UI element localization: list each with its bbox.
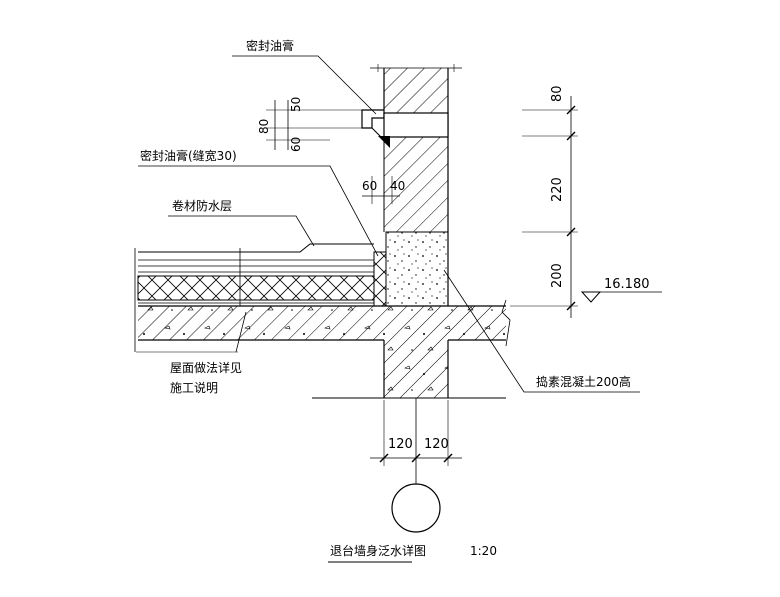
- label-sealant-top: 密封油膏: [246, 38, 294, 53]
- dim-200: 200: [550, 263, 565, 288]
- roof-layers: [134, 243, 375, 352]
- dim-80-left: 80: [257, 119, 271, 134]
- label-membrane: 卷材防水层: [172, 198, 232, 213]
- mid-dimension: 60 40: [362, 176, 405, 204]
- label-roof-note-2: 施工说明: [170, 380, 218, 395]
- dim-60-left: 60: [289, 137, 303, 152]
- title-text: 退台墙身泛水详图: [330, 543, 426, 558]
- dim-120-left: 120: [388, 437, 413, 452]
- label-roof-note-1: 屋面做法详见: [170, 360, 242, 375]
- dim-80-right: 80: [550, 85, 565, 102]
- roof-slab: [138, 299, 511, 347]
- bottom-dimension: 120 120: [370, 400, 462, 466]
- right-dimension: 80 220 200: [510, 85, 578, 318]
- left-dimension: 50 60 80: [257, 97, 362, 152]
- parapet-wall: [370, 64, 462, 306]
- elevation-value: 16.180: [604, 277, 650, 292]
- concrete-upstand: [385, 231, 449, 307]
- elevation-mark: 16.180: [580, 277, 662, 303]
- drawing-title: 退台墙身泛水详图 1:20: [328, 543, 497, 563]
- dim-120-right: 120: [424, 437, 449, 452]
- scale-text: 1:20: [470, 544, 497, 558]
- dim-50: 50: [289, 97, 303, 112]
- label-concrete-note: 捣素混凝土200高: [536, 374, 631, 389]
- sealant-joint: [373, 251, 387, 307]
- label-sealant-joint: 密封油膏(缝宽30): [140, 148, 237, 163]
- dim-40: 40: [390, 179, 405, 193]
- annotations: 密封油膏 密封油膏(缝宽30) 卷材防水层 屋面做法详见 施工说明 捣素混凝土2…: [136, 38, 640, 395]
- beam: [312, 340, 506, 399]
- grid-axis: [391, 398, 441, 533]
- axis-bubble: [391, 483, 441, 533]
- dim-60-mid: 60: [362, 179, 377, 193]
- dim-220: 220: [550, 177, 565, 202]
